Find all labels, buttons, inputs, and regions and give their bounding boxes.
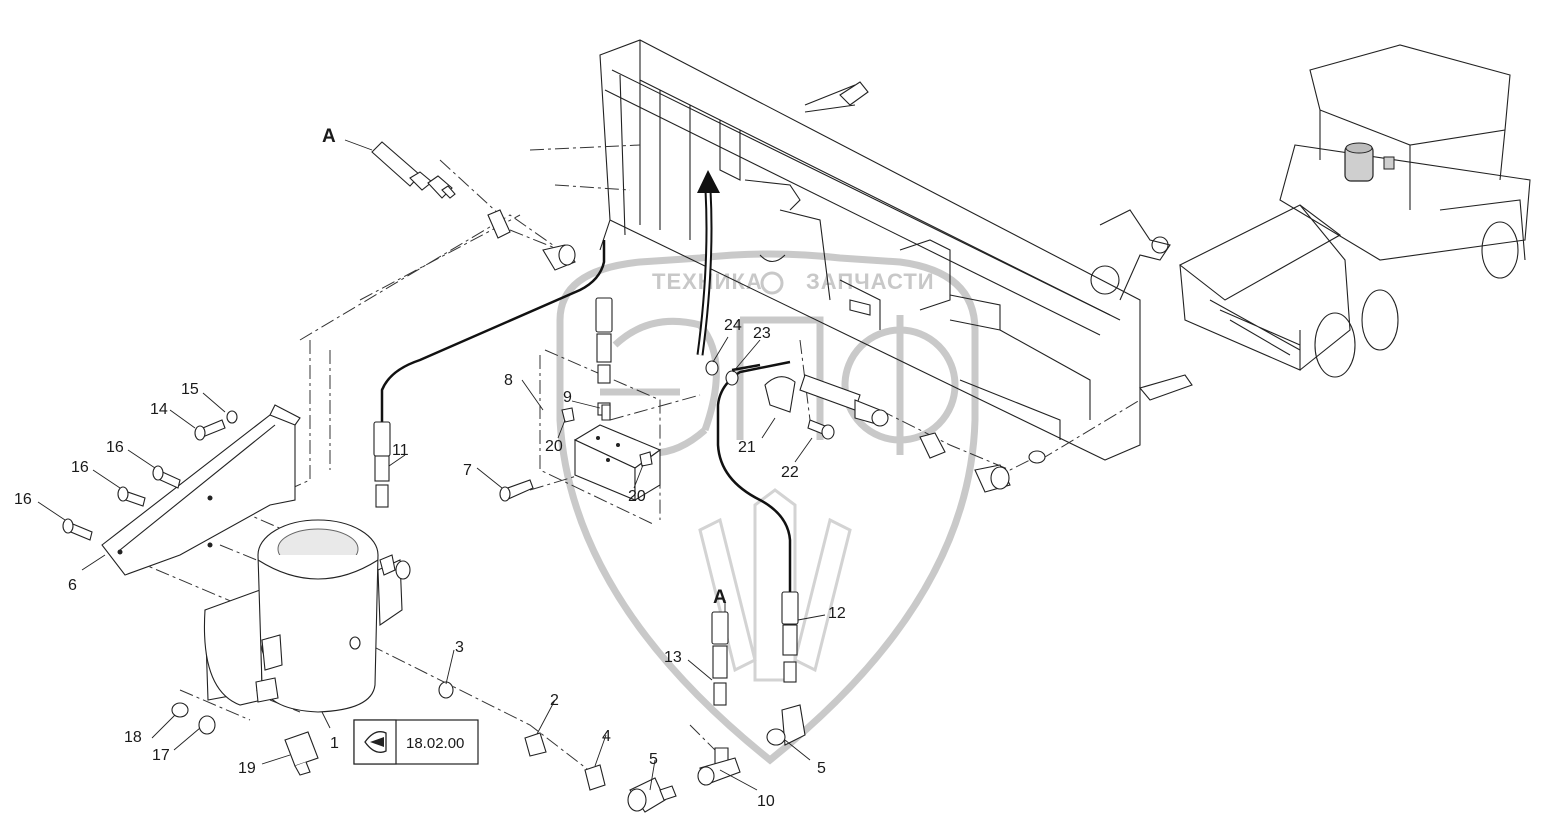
callout-16-b: 16 bbox=[71, 459, 89, 476]
callout-4: 4 bbox=[602, 728, 611, 745]
washer-3 bbox=[438, 681, 454, 699]
connector-19 bbox=[284, 731, 319, 776]
nut-17 bbox=[198, 715, 216, 735]
view-marker-label-bottom: A bbox=[713, 587, 727, 608]
eye-icon bbox=[364, 731, 387, 753]
callout-20-right: 20 bbox=[628, 488, 646, 505]
callout-7: 7 bbox=[463, 462, 472, 479]
reference-code: 18.02.00 bbox=[406, 735, 464, 752]
callout-21: 21 bbox=[738, 439, 756, 456]
flow-arrow bbox=[696, 170, 720, 356]
fitting-frame-2 bbox=[919, 432, 1046, 493]
callout-6: 6 bbox=[68, 577, 77, 594]
callout-16-c: 16 bbox=[14, 491, 32, 508]
leader-lines bbox=[37, 139, 826, 791]
distributor-block bbox=[561, 404, 662, 501]
bolt-16c bbox=[62, 518, 93, 541]
callout-10: 10 bbox=[757, 793, 775, 810]
callout-19: 19 bbox=[238, 760, 256, 777]
reference-box[interactable]: 18.02.00 bbox=[353, 719, 479, 765]
callout-16-a: 16 bbox=[106, 439, 124, 456]
chassis-frame bbox=[599, 39, 1193, 461]
bolt-14 bbox=[194, 419, 226, 441]
washer-23 bbox=[725, 370, 739, 386]
watermark-logo bbox=[600, 315, 959, 457]
callout-11: 11 bbox=[392, 442, 409, 459]
callout-5-right: 5 bbox=[817, 760, 826, 777]
adapter-2 bbox=[524, 732, 547, 757]
lubrication-pump bbox=[203, 519, 411, 713]
callout-labels: A A 1 2 3 4 5 5 6 7 8 9 10 11 12 13 14 1… bbox=[14, 126, 846, 810]
screw-7 bbox=[499, 479, 534, 502]
callout-15: 15 bbox=[181, 381, 199, 398]
callout-8: 8 bbox=[504, 372, 513, 389]
watermark-shield bbox=[556, 250, 979, 765]
callout-18: 18 bbox=[124, 729, 142, 746]
washer-18 bbox=[171, 702, 189, 718]
callout-2: 2 bbox=[550, 692, 559, 709]
callout-17: 17 bbox=[152, 747, 170, 764]
callout-22: 22 bbox=[781, 464, 799, 481]
callout-20-left: 20 bbox=[545, 438, 563, 455]
hoses bbox=[380, 240, 792, 595]
tee-fitting-10 bbox=[697, 747, 741, 786]
callout-1: 1 bbox=[330, 735, 339, 752]
adapter-4 bbox=[584, 764, 606, 791]
screw-22 bbox=[807, 419, 835, 440]
callout-23: 23 bbox=[753, 325, 771, 342]
callout-13: 13 bbox=[664, 649, 682, 666]
hose-13-ends bbox=[711, 611, 729, 706]
mounting-bracket bbox=[101, 404, 301, 576]
fitting-frame-1 bbox=[487, 209, 576, 271]
hose-end-top-A bbox=[371, 141, 456, 199]
washer-24 bbox=[705, 360, 719, 376]
elbow-fitting-5-left bbox=[627, 777, 677, 813]
callout-12: 12 bbox=[828, 605, 846, 622]
watermark-gear-icon bbox=[760, 271, 784, 295]
view-marker-label-top: A bbox=[322, 126, 336, 147]
clip-21 bbox=[764, 374, 889, 427]
bolt-16b bbox=[117, 486, 146, 507]
bolt-16a bbox=[152, 465, 181, 489]
hose-11-ends bbox=[373, 421, 391, 508]
watermark-right-word: ЗАПЧАСТИ bbox=[806, 269, 935, 294]
hose-top-ends bbox=[595, 297, 613, 416]
callout-24: 24 bbox=[724, 317, 742, 334]
callout-3: 3 bbox=[455, 639, 464, 656]
callout-9: 9 bbox=[563, 389, 572, 406]
hose-12-ends bbox=[766, 591, 806, 746]
callout-14: 14 bbox=[150, 401, 168, 418]
paver-machine-view bbox=[1178, 44, 1531, 378]
washer-15 bbox=[226, 410, 238, 424]
callout-5-left: 5 bbox=[649, 751, 658, 768]
